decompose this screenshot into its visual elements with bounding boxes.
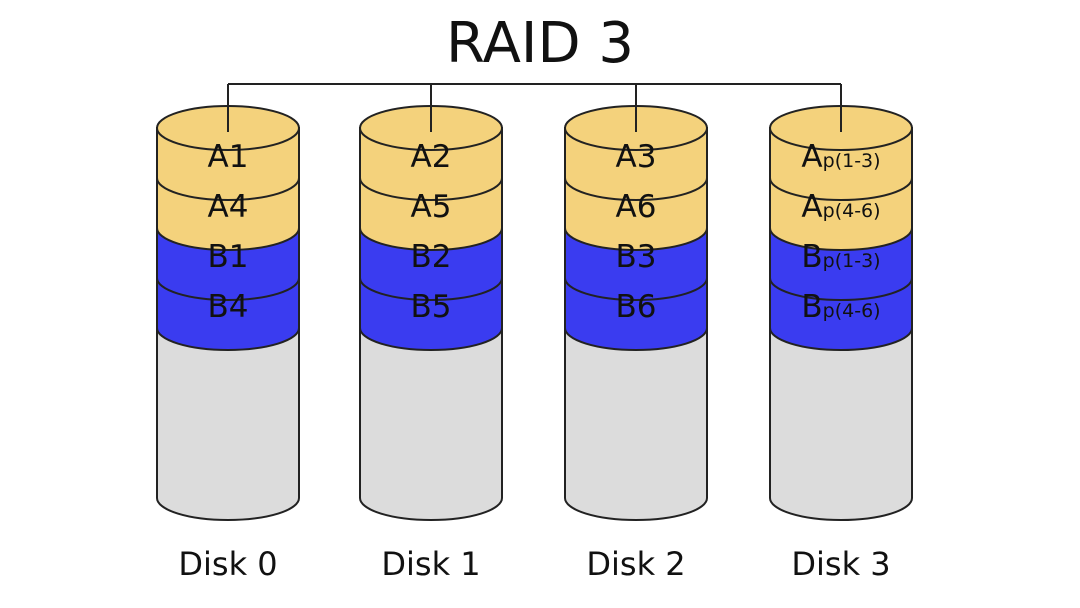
block-label-main: B5 bbox=[411, 289, 452, 325]
disk-label: Disk 0 bbox=[178, 545, 277, 583]
block-label-b: Bp(4-6) bbox=[801, 289, 880, 325]
block-label-b: Bp(1-3) bbox=[801, 239, 880, 275]
block-label-b1: B1 bbox=[208, 239, 249, 275]
block-label-main: A6 bbox=[616, 189, 657, 225]
block-label-b6: B6 bbox=[616, 289, 657, 325]
block-label-parity-range: p(4-6) bbox=[823, 300, 881, 322]
block-label-main: B bbox=[801, 239, 822, 275]
block-label-a1: A1 bbox=[208, 139, 249, 175]
disk-label: Disk 3 bbox=[791, 545, 890, 583]
block-label-main: A1 bbox=[208, 139, 249, 175]
disk-label: Disk 1 bbox=[381, 545, 480, 583]
block-label-a3: A3 bbox=[616, 139, 657, 175]
block-label-b5: B5 bbox=[411, 289, 452, 325]
block-label-a: Ap(4-6) bbox=[801, 189, 880, 225]
block-label-a4: A4 bbox=[208, 189, 249, 225]
block-label-main: A5 bbox=[411, 189, 452, 225]
block-label-a6: A6 bbox=[616, 189, 657, 225]
block-label-main: B1 bbox=[208, 239, 249, 275]
block-label-main: A bbox=[801, 189, 822, 225]
block-label-main: A4 bbox=[208, 189, 249, 225]
disk-label: Disk 2 bbox=[586, 545, 685, 583]
controller-connector bbox=[227, 83, 842, 132]
block-label-b3: B3 bbox=[616, 239, 657, 275]
disk-empty-space bbox=[769, 327, 913, 521]
block-label-main: B6 bbox=[616, 289, 657, 325]
block-label-main: B bbox=[801, 289, 822, 325]
block-label-main: A3 bbox=[616, 139, 657, 175]
block-label-a5: A5 bbox=[411, 189, 452, 225]
block-label-main: B2 bbox=[411, 239, 452, 275]
block-label-main: A2 bbox=[411, 139, 452, 175]
disk-3: Ap(1-3)Ap(4-6)Bp(1-3)Bp(4-6)Disk 3 bbox=[769, 84, 913, 583]
disk-empty-space bbox=[359, 327, 503, 521]
block-label-a2: A2 bbox=[411, 139, 452, 175]
disk-empty-space bbox=[564, 327, 708, 521]
diagram-title: RAID 3 bbox=[446, 11, 634, 76]
block-label-parity-range: p(4-6) bbox=[823, 200, 881, 222]
block-label-b4: B4 bbox=[208, 289, 249, 325]
block-label-a: Ap(1-3) bbox=[801, 139, 880, 175]
block-label-main: A bbox=[801, 139, 822, 175]
block-label-b2: B2 bbox=[411, 239, 452, 275]
block-label-parity-range: p(1-3) bbox=[823, 150, 881, 172]
block-label-main: B3 bbox=[616, 239, 657, 275]
block-label-main: B4 bbox=[208, 289, 249, 325]
block-label-parity-range: p(1-3) bbox=[823, 250, 881, 272]
disk-empty-space bbox=[156, 327, 300, 521]
